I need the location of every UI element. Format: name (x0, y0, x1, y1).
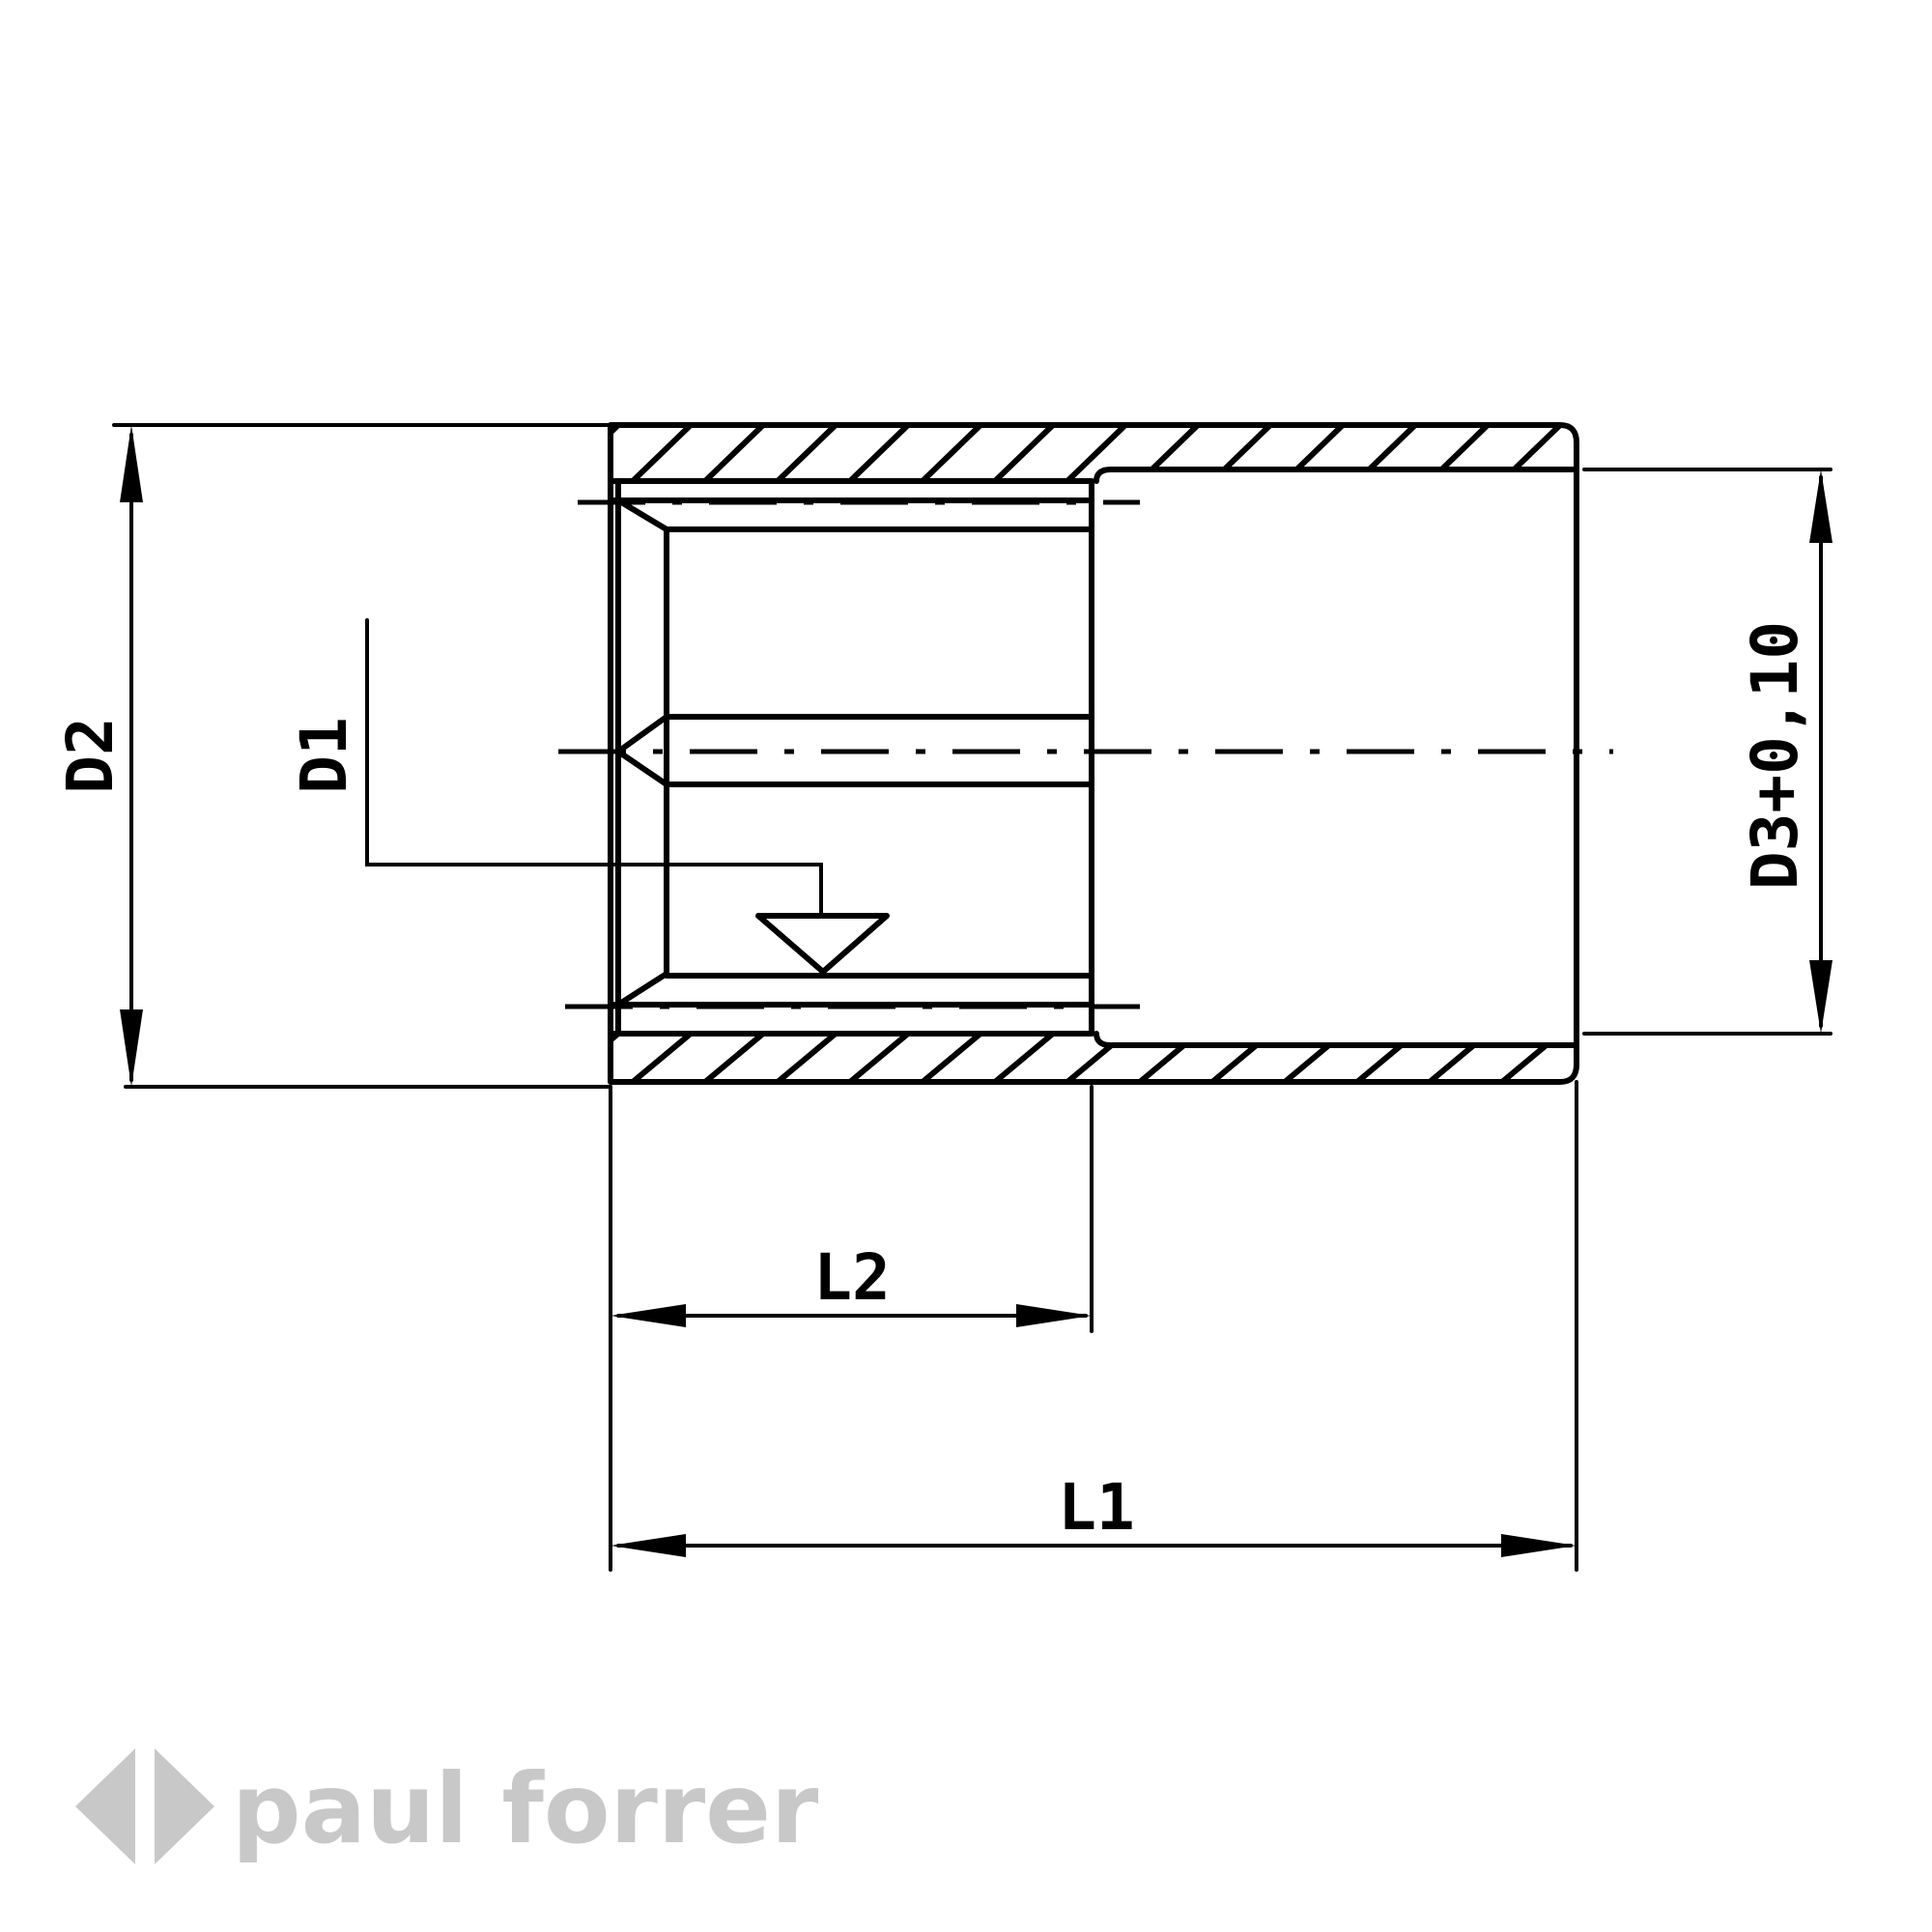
l2-arrow-left (611, 1304, 686, 1327)
hatch-line (1209, 1034, 1273, 1082)
hatch-line (920, 1034, 983, 1082)
hatch-line (1137, 1034, 1201, 1082)
hatch-line (1427, 425, 1491, 481)
hatch-line (702, 425, 766, 481)
bottom-wall-inner-right (1094, 1031, 1579, 1048)
sleeve-outline (608, 422, 1579, 1085)
d3-arrow-bottom (1809, 960, 1833, 1034)
hatch-line (1572, 425, 1575, 481)
hatch-line (992, 425, 1056, 481)
hatch-line (1209, 425, 1273, 481)
hatch-line (1282, 1034, 1346, 1082)
l1-label: L1 (1058, 1470, 1134, 1545)
l2-label: L2 (813, 1240, 890, 1315)
top-wall-inner-right (1089, 467, 1579, 486)
hatch-line (1282, 425, 1346, 481)
hatch-line (1354, 425, 1418, 481)
d2-arrow-bottom (120, 1009, 143, 1087)
hatch-line (775, 425, 838, 481)
hatch-line (847, 425, 911, 481)
hatch-line (702, 1034, 766, 1082)
hatch-line (1499, 425, 1563, 481)
d3-label: D3+0,10 (1738, 621, 1812, 890)
d3-arrow-top (1809, 469, 1833, 543)
hatch-line (1137, 425, 1201, 481)
hatch-line (992, 1034, 1056, 1082)
d2-label: D2 (53, 717, 128, 793)
hatch-line (1065, 425, 1128, 481)
hatch-line (847, 1034, 911, 1082)
hatch-line (775, 1034, 838, 1082)
paul-forrer-logo: paul forrer (75, 1748, 819, 1865)
hatch-line (920, 425, 983, 481)
threaded-bore (615, 480, 1094, 1037)
surface-symbol (755, 913, 890, 975)
d1-leader (365, 618, 823, 915)
d2-arrow-top (120, 425, 143, 502)
l2-arrow-right (1016, 1304, 1092, 1327)
hatch-line (630, 1034, 694, 1082)
d1-label: D1 (287, 717, 361, 793)
hatch-line (1427, 1034, 1491, 1082)
hatch-line (1354, 1034, 1418, 1082)
l1-arrow-left (611, 1534, 686, 1557)
l1-arrow-right (1501, 1534, 1577, 1557)
hatch-line (1572, 1034, 1575, 1082)
hatch-line (1499, 1034, 1563, 1082)
hatch-line (630, 425, 694, 481)
watermark-text: paul forrer (232, 1752, 819, 1865)
